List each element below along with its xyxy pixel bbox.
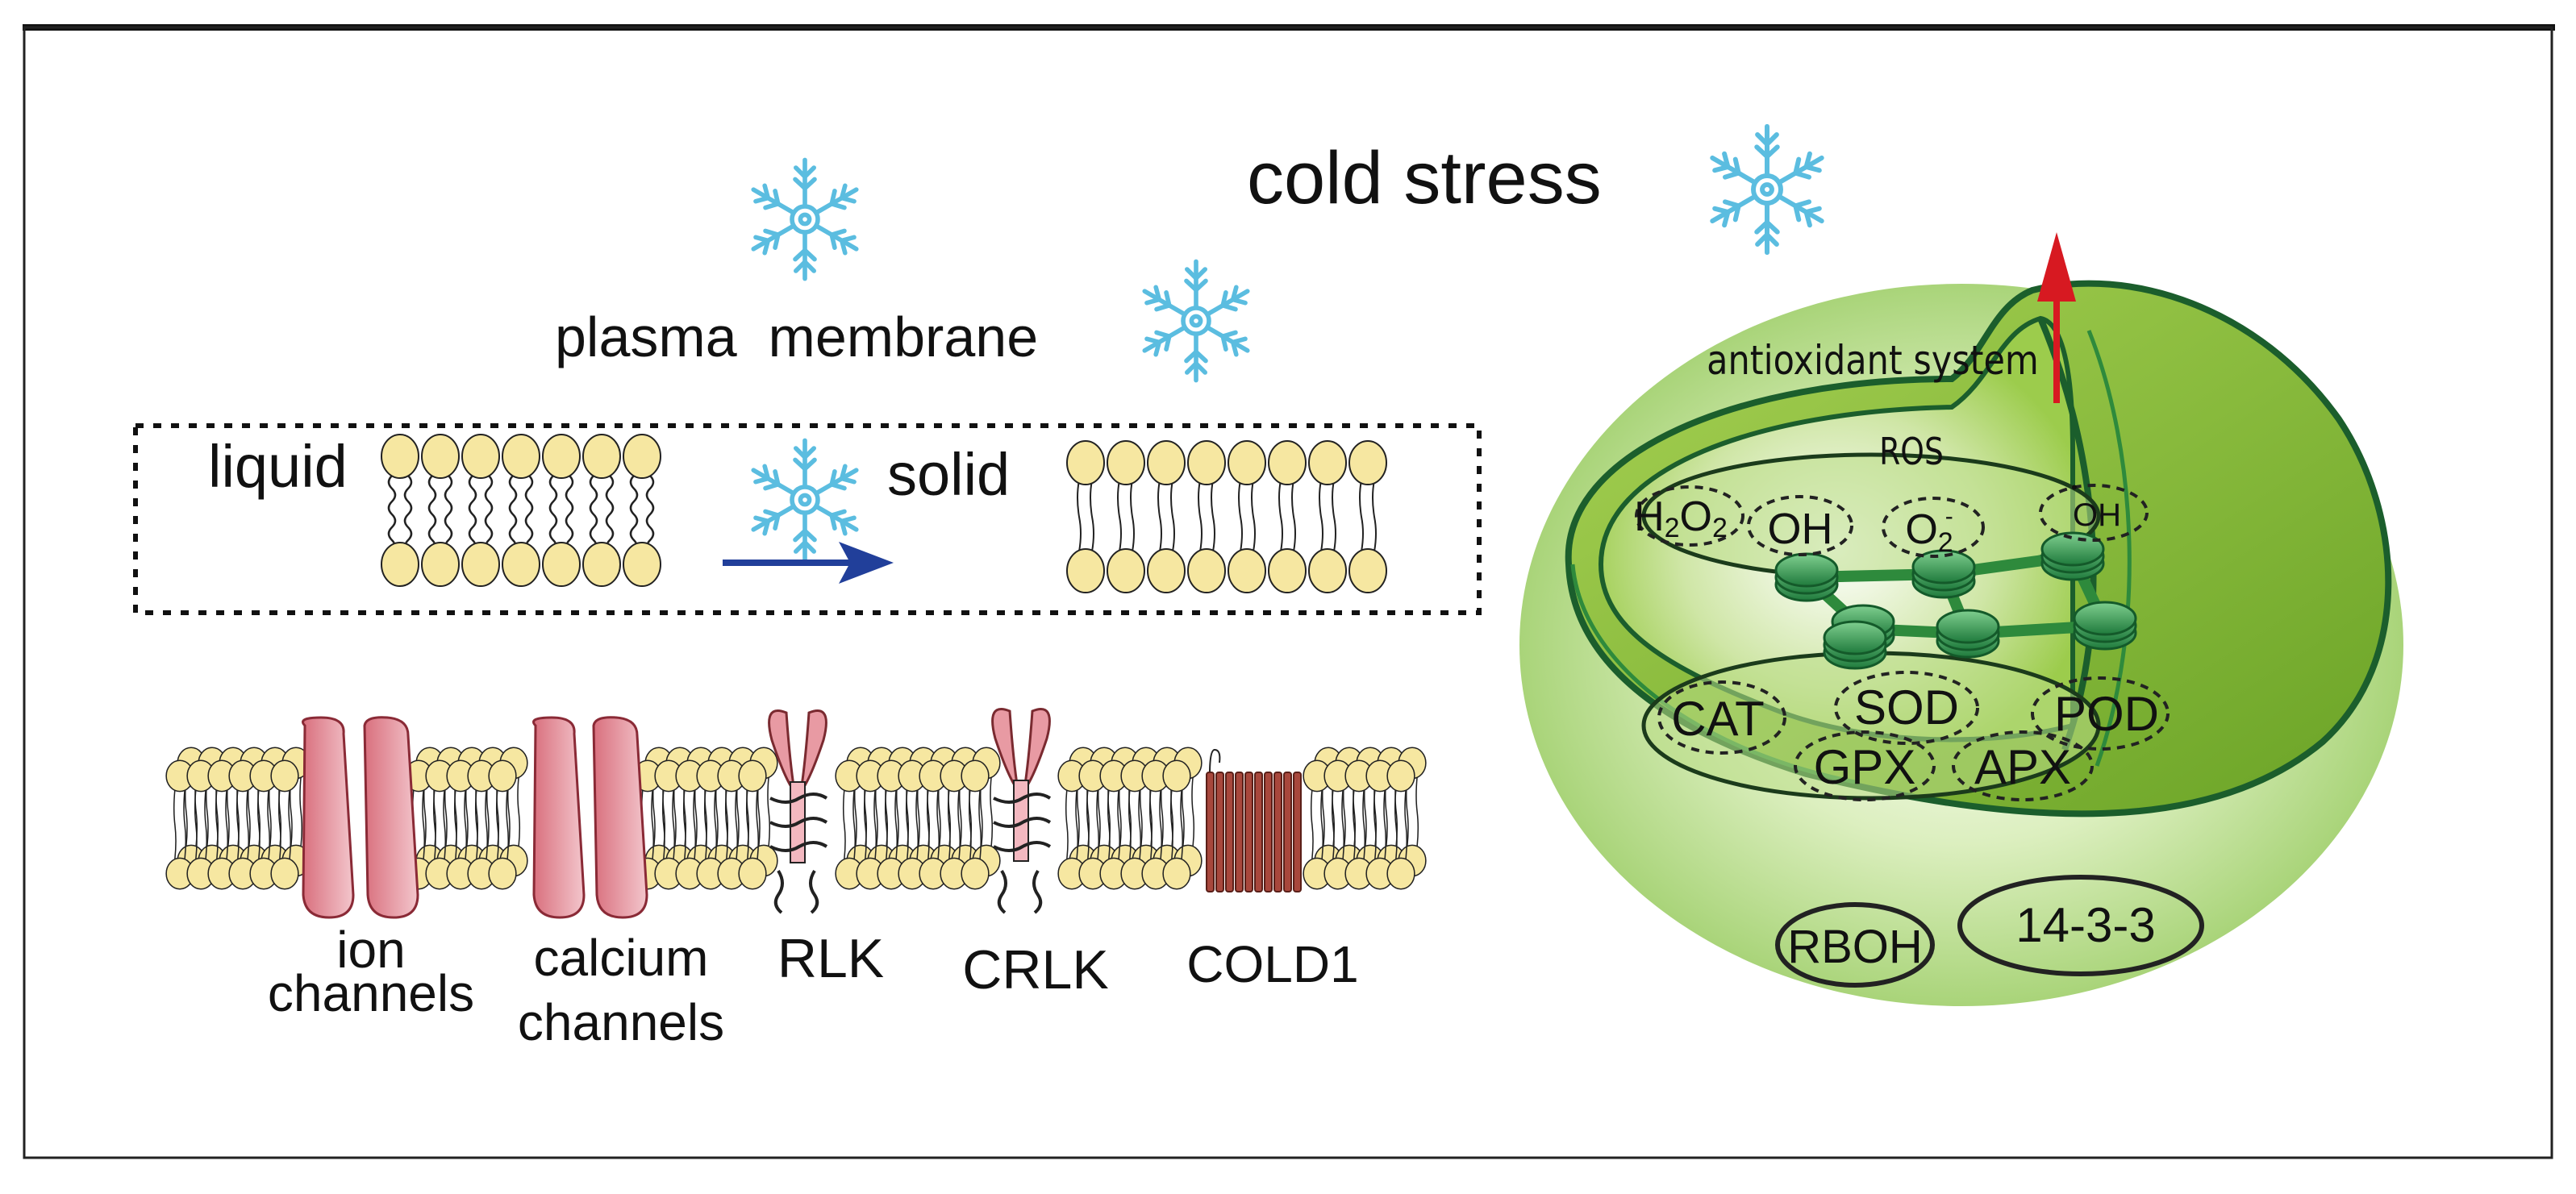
antioxidant-system-label: antioxidant system bbox=[1707, 337, 2039, 384]
rlk-receptor bbox=[768, 709, 828, 914]
cold1-label: COLD1 bbox=[1186, 935, 1358, 993]
rboh-label: RBOH bbox=[1787, 921, 1923, 973]
gpx-bubble bbox=[1794, 730, 1936, 801]
frame-border bbox=[23, 26, 2553, 1159]
ros-increase-arrow bbox=[2037, 232, 2076, 403]
chloroplast: antioxidant system ROS H2O2 OH O2- OH • … bbox=[1519, 232, 2403, 1006]
title-cold-stress: cold stress bbox=[1247, 137, 1602, 219]
enzyme-apx-label: APX bbox=[1974, 740, 2071, 794]
snowflake-icon bbox=[1707, 127, 1827, 252]
o2-bubble bbox=[1882, 497, 1985, 558]
chloroplast-inner-membrane bbox=[2086, 330, 2132, 767]
enzyme-pod-label: POD bbox=[2054, 687, 2159, 741]
thylakoid-grana bbox=[1774, 531, 2137, 670]
radical-dot: • bbox=[2071, 477, 2078, 497]
ion-channel bbox=[302, 716, 419, 919]
crlk-receptor bbox=[991, 708, 1052, 914]
snowflake-icon bbox=[1140, 261, 1252, 380]
calcium-channel bbox=[532, 716, 648, 919]
1433-oval bbox=[1957, 875, 2204, 976]
oh-radical-bubble bbox=[2039, 484, 2149, 542]
ion-channels-label-line1: ion bbox=[336, 921, 405, 979]
snowflake-icon bbox=[748, 440, 861, 559]
hydroxyl-radical-label: OH bbox=[2073, 497, 2121, 533]
rlk-label: RLK bbox=[777, 928, 884, 989]
rboh-oval bbox=[1775, 902, 1935, 988]
superoxide-label: O2- bbox=[1905, 503, 1953, 558]
phase-arrow bbox=[723, 542, 894, 584]
h2o2-bubble bbox=[1635, 485, 1744, 547]
apx-bubble bbox=[1952, 730, 2094, 801]
enzyme-sod-label: SOD bbox=[1854, 680, 1959, 734]
1433-label: 14-3-3 bbox=[2015, 898, 2155, 952]
plasma-membrane-heading: plasma membrane bbox=[555, 306, 1038, 368]
liquid-bilayer bbox=[380, 433, 662, 588]
cat-bubble bbox=[1657, 680, 1786, 755]
calcium-channels-label-line1: calcium bbox=[534, 929, 709, 987]
calcium-channels-label-line2: channels bbox=[518, 993, 724, 1051]
sod-bubble bbox=[1834, 671, 1979, 745]
cold1-protein bbox=[1206, 748, 1302, 892]
ros-label: ROS bbox=[1879, 430, 1944, 473]
solid-label: solid bbox=[887, 441, 1010, 508]
pod-bubble bbox=[2031, 676, 2170, 751]
crlk-label: CRLK bbox=[962, 939, 1108, 1001]
ion-channels-label-line2: channels bbox=[268, 964, 474, 1022]
phase-transition-box bbox=[133, 423, 1482, 615]
oh-label: OH bbox=[1768, 505, 1833, 553]
snowflake-icon bbox=[748, 160, 861, 278]
enzyme-cat-label: CAT bbox=[1671, 692, 1765, 746]
liquid-label: liquid bbox=[208, 433, 348, 500]
solid-bilayer bbox=[1066, 440, 1387, 593]
oh-bubble bbox=[1747, 495, 1853, 556]
h2o2-label: H2O2 bbox=[1634, 493, 1728, 543]
enzyme-gpx-label: GPX bbox=[1814, 740, 1916, 794]
